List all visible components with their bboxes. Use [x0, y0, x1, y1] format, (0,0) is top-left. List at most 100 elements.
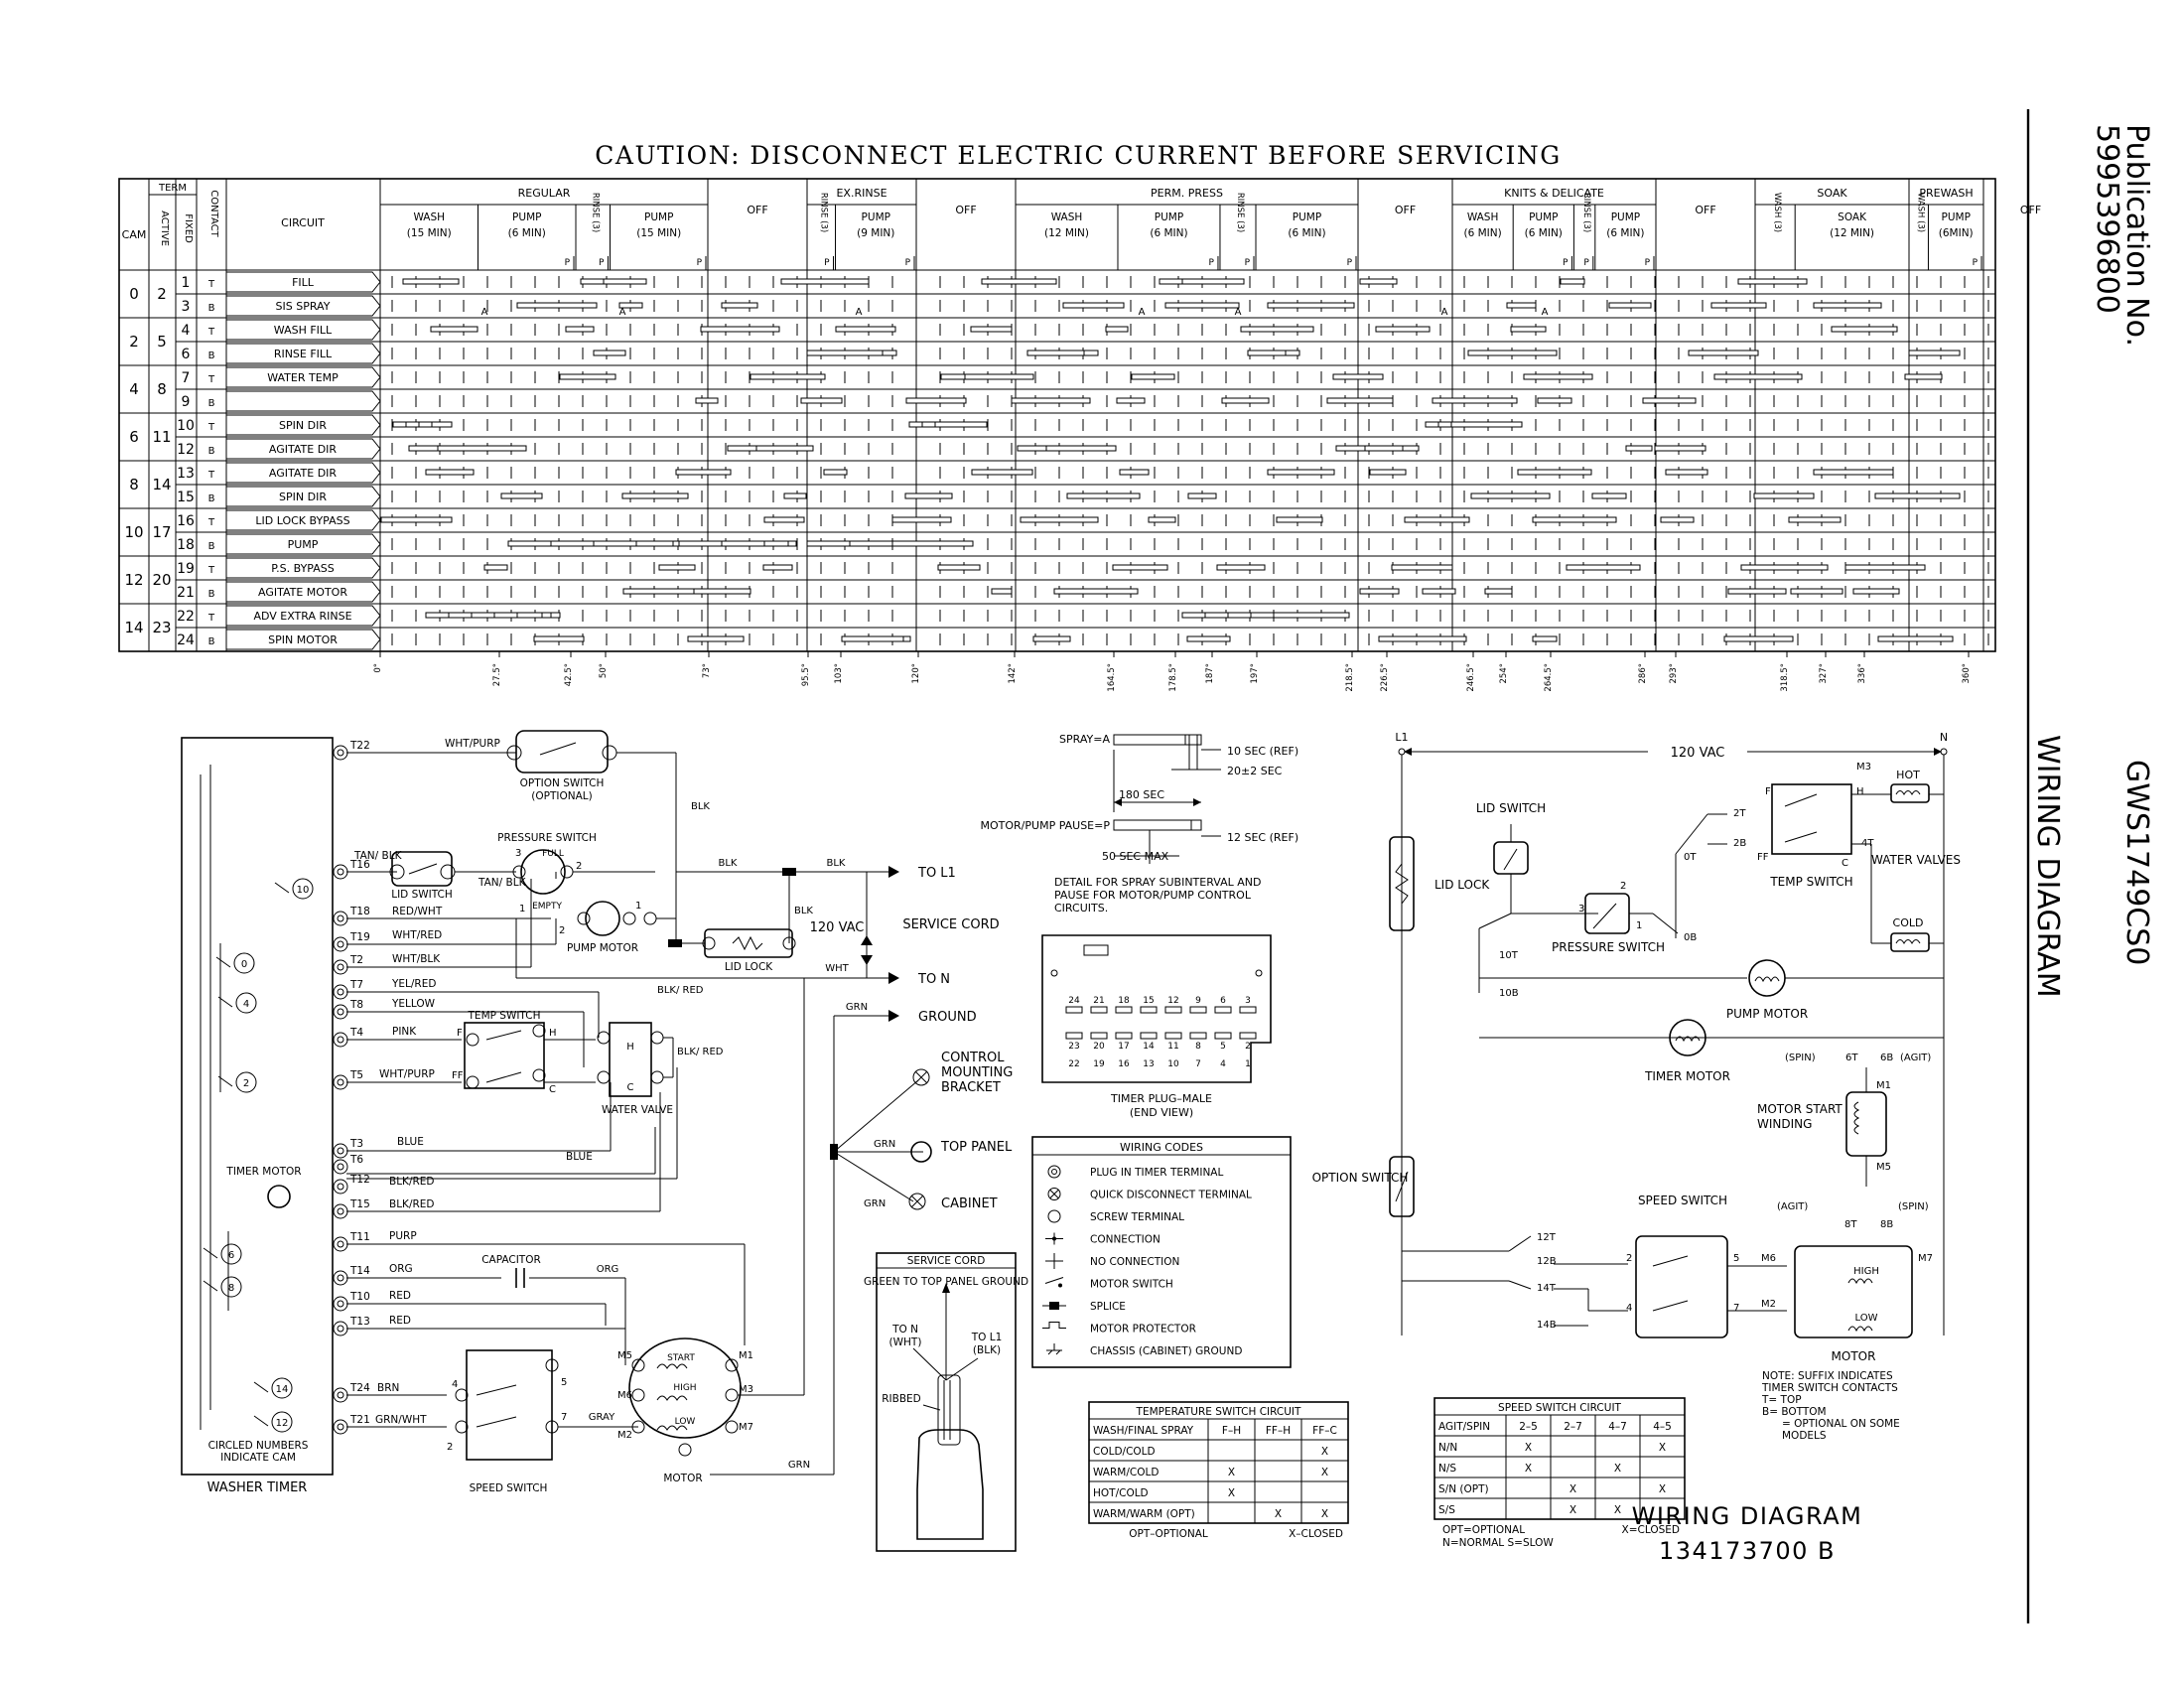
row-fixed: 15 [177, 490, 195, 505]
degree-label: 264.5° [1544, 663, 1554, 692]
svg-text:FF: FF [1757, 852, 1769, 863]
svg-text:(15 MIN): (15 MIN) [407, 227, 452, 239]
svg-text:4: 4 [452, 1379, 458, 1390]
degree-label: 360° [1962, 663, 1972, 683]
pause-mark: P [1245, 258, 1251, 268]
plug-in-terminal-icon [333, 1270, 348, 1286]
cycle-name: KNITS & DELICATE [1504, 187, 1604, 200]
publication-block: Publication No. 5995396800 [2090, 124, 2154, 347]
spray-mark: A [1139, 307, 1146, 318]
lid-lock-box [704, 928, 793, 958]
svg-text:PURP: PURP [389, 1230, 417, 1242]
table-cell: HOT/COLD [1093, 1487, 1149, 1499]
row-contact: T [207, 613, 215, 624]
row-contact: B [208, 398, 215, 409]
spray-subinterval-detail: SPRAY=A 10 SEC (REF) 20±2 SEC 180 SEC MO… [981, 733, 1299, 914]
degree-label: 50° [599, 663, 609, 678]
svg-text:3: 3 [1578, 904, 1584, 914]
svg-text:SERVICE CORD: SERVICE CORD [907, 1255, 986, 1267]
svg-text:7: 7 [561, 1412, 567, 1423]
degree-label: 286° [1638, 663, 1648, 683]
speed-switch-label: SPEED SWITCH [470, 1482, 548, 1494]
svg-text:(SPIN): (SPIN) [1898, 1201, 1929, 1212]
svg-text:M5: M5 [617, 1350, 632, 1361]
svg-text:(BLK): (BLK) [973, 1344, 1001, 1356]
pressure-switch-icon [520, 849, 566, 895]
svg-text:LID LOCK: LID LOCK [1434, 878, 1490, 892]
svg-text:FULL: FULL [542, 849, 564, 859]
schematic-right: L1 N 120 VAC LID LOCK LID SWITCH 3 2 1 P… [1312, 731, 1961, 1442]
terminal-label: T8 [349, 999, 363, 1011]
svg-text:(9 MIN): (9 MIN) [857, 227, 894, 239]
svg-text:WHT/PURP: WHT/PURP [445, 738, 500, 750]
lid-switch-box [391, 851, 453, 887]
title-block-title: WIRING DIAGRAM [1632, 1502, 1863, 1530]
svg-text:2: 2 [576, 861, 582, 872]
table-cell: X [1570, 1483, 1576, 1495]
plug-in-terminal-icon [333, 911, 348, 926]
washer-timer-box [181, 737, 334, 1476]
svg-text:X=CLOSED: X=CLOSED [1622, 1524, 1680, 1536]
row-circuit: SPIN DIR [279, 419, 327, 432]
plug-pin-number: 19 [1093, 1059, 1105, 1069]
svg-text:GRN: GRN [788, 1460, 810, 1471]
degree-label: 42.5° [564, 663, 574, 686]
terminal-label: T18 [349, 906, 370, 917]
terminal-label: T24 [349, 1382, 370, 1394]
row-active: 23 [152, 619, 171, 636]
svg-text:TAN/ BLK: TAN/ BLK [478, 877, 527, 889]
cam-header: CAM [122, 228, 147, 241]
cam-number: 0 [241, 959, 247, 970]
svg-text:LOW: LOW [1855, 1313, 1878, 1324]
plug-in-terminal-icon [333, 1236, 348, 1252]
row-fixed: 16 [177, 513, 195, 529]
svg-text:BLK/RED: BLK/RED [389, 1198, 435, 1210]
model-number: GWS1749CS0 [2119, 760, 2154, 965]
row-cam: 14 [124, 619, 143, 636]
svg-text:GRN: GRN [846, 1002, 868, 1013]
svg-text:1: 1 [635, 901, 641, 912]
cam-circle [220, 1243, 242, 1265]
svg-text:SPRAY=A: SPRAY=A [1059, 733, 1110, 746]
svg-text:RED: RED [389, 1315, 411, 1327]
svg-text:BLK: BLK [827, 858, 846, 869]
terminal-label: T6 [349, 1154, 363, 1166]
svg-text:20±2 SEC: 20±2 SEC [1227, 765, 1283, 777]
temp-switch-label: TEMP SWITCH [468, 1010, 541, 1022]
to-n-label: TO N [917, 972, 950, 987]
svg-text:BRN: BRN [377, 1382, 399, 1394]
plug-pin-number: 14 [1143, 1042, 1155, 1052]
row-fixed: 13 [177, 466, 195, 482]
plug-in-terminal-icon [333, 936, 348, 952]
svg-text:(6 MIN): (6 MIN) [508, 227, 546, 239]
svg-text:(12 MIN): (12 MIN) [1044, 227, 1089, 239]
svg-text:3: 3 [515, 848, 521, 859]
svg-text:M3: M3 [1856, 762, 1871, 773]
row-contact: B [208, 303, 215, 314]
drive-motor-icon [628, 1337, 742, 1439]
degree-label: 293° [1669, 663, 1679, 683]
table-header: AGIT/SPIN [1438, 1421, 1490, 1433]
table-cell: COLD/COLD [1093, 1446, 1156, 1458]
svg-text:C: C [1842, 858, 1848, 869]
row-fixed: 19 [177, 561, 195, 577]
cycle-name: OFF [1695, 204, 1715, 216]
water-valve-box [609, 1022, 652, 1097]
plug-pin-number: 13 [1143, 1059, 1154, 1069]
degree-label: 95.5° [801, 663, 811, 686]
svg-text:5: 5 [1733, 1253, 1739, 1264]
svg-text:6T: 6T [1845, 1053, 1858, 1063]
table-cell: X [1228, 1487, 1235, 1499]
svg-text:WATER VALVES: WATER VALVES [1871, 853, 1961, 867]
svg-text:(6 MIN): (6 MIN) [1525, 227, 1563, 239]
plug-pin-number: 6 [1220, 996, 1226, 1006]
plug-in-terminal-icon [333, 1203, 348, 1219]
svg-text:12B: 12B [1537, 1256, 1557, 1267]
row-circuit: RINSE FILL [274, 348, 333, 360]
plug-pin-number: 12 [1167, 996, 1178, 1006]
svg-text:PRESSURE SWITCH: PRESSURE SWITCH [1552, 940, 1665, 954]
terminal-label: T4 [349, 1027, 363, 1039]
spray-mark: A [481, 307, 488, 318]
table-header: FF–C [1312, 1425, 1337, 1437]
